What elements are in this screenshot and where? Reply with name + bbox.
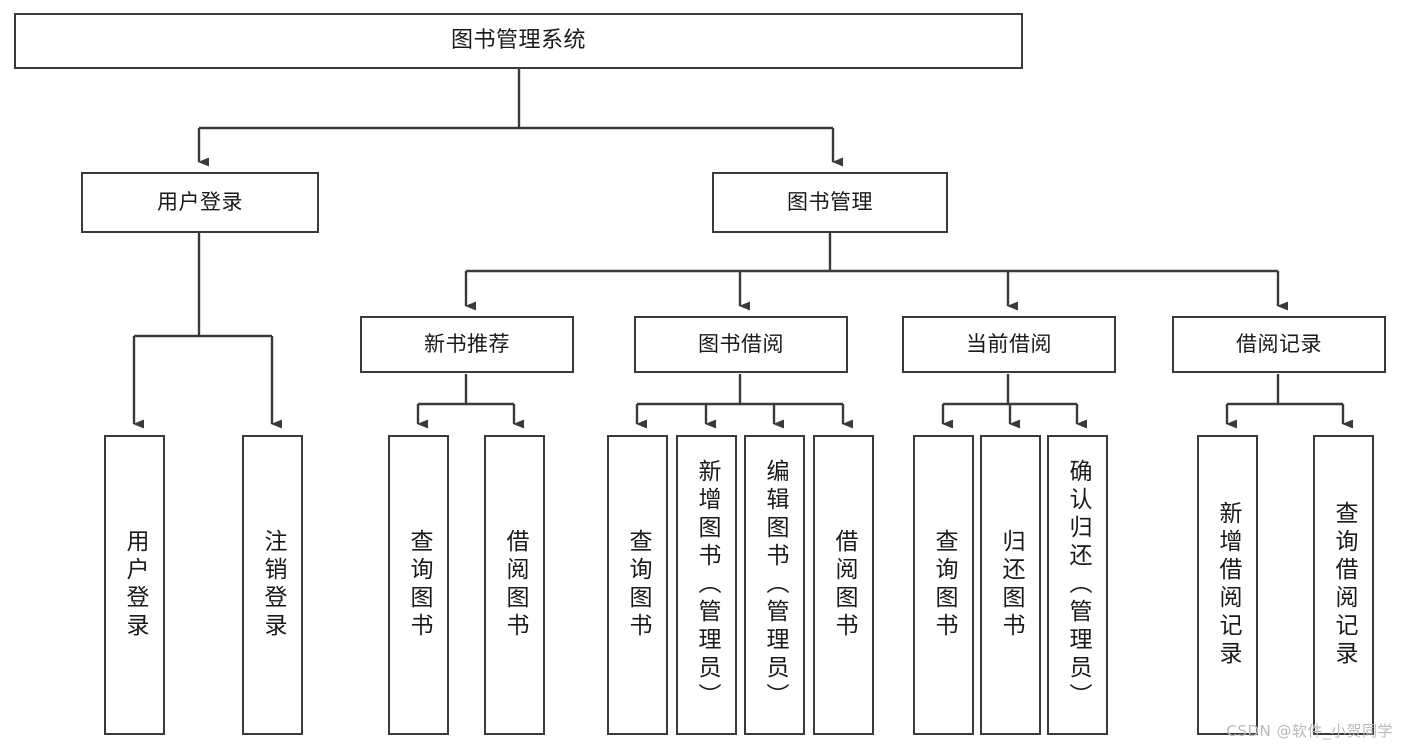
node-root-book-management-system[interactable]: 图书管理系统 bbox=[14, 13, 1023, 69]
node-book-borrow-label: 图书借阅 bbox=[698, 332, 784, 357]
node-leaf-query-record[interactable]: 查询借阅记录 bbox=[1313, 435, 1374, 735]
node-leaf-query-book-3-label: 查询图书 bbox=[931, 529, 957, 641]
node-leaf-query-book-2-label: 查询图书 bbox=[625, 529, 651, 641]
node-leaf-borrow-book-1[interactable]: 借阅图书 bbox=[484, 435, 545, 735]
node-leaf-logout-login[interactable]: 注销登录 bbox=[242, 435, 303, 735]
node-current-borrow-label: 当前借阅 bbox=[966, 332, 1052, 357]
node-current-borrow[interactable]: 当前借阅 bbox=[902, 316, 1116, 373]
node-borrow-record[interactable]: 借阅记录 bbox=[1172, 316, 1386, 373]
node-leaf-add-record-label: 新增借阅记录 bbox=[1215, 501, 1241, 669]
node-leaf-return-book[interactable]: 归还图书 bbox=[980, 435, 1041, 735]
node-leaf-add-record[interactable]: 新增借阅记录 bbox=[1197, 435, 1258, 735]
node-new-book-recommend-label: 新书推荐 bbox=[424, 332, 510, 357]
node-leaf-add-book[interactable]: 新增图书（管理员） bbox=[676, 435, 737, 735]
node-leaf-confirm-return[interactable]: 确认归还（管理员） bbox=[1047, 435, 1108, 735]
node-leaf-borrow-book-1-label: 借阅图书 bbox=[502, 529, 528, 641]
node-leaf-query-book-1[interactable]: 查询图书 bbox=[388, 435, 449, 735]
node-leaf-edit-book[interactable]: 编辑图书（管理员） bbox=[744, 435, 805, 735]
node-leaf-add-book-label: 新增图书（管理员） bbox=[694, 459, 720, 711]
node-book-manage[interactable]: 图书管理 bbox=[712, 172, 948, 233]
node-book-borrow[interactable]: 图书借阅 bbox=[634, 316, 848, 373]
node-leaf-return-book-label: 归还图书 bbox=[998, 529, 1024, 641]
node-book-manage-label: 图书管理 bbox=[787, 190, 873, 215]
node-leaf-query-record-label: 查询借阅记录 bbox=[1331, 501, 1357, 669]
node-root-label: 图书管理系统 bbox=[450, 28, 586, 54]
node-leaf-query-book-1-label: 查询图书 bbox=[406, 529, 432, 641]
node-borrow-record-label: 借阅记录 bbox=[1236, 332, 1322, 357]
node-leaf-borrow-book-2-label: 借阅图书 bbox=[831, 529, 857, 641]
node-leaf-user-login-label: 用户登录 bbox=[122, 529, 148, 641]
node-user-login[interactable]: 用户登录 bbox=[81, 172, 319, 233]
node-leaf-query-book-3[interactable]: 查询图书 bbox=[913, 435, 974, 735]
node-leaf-query-book-2[interactable]: 查询图书 bbox=[607, 435, 668, 735]
node-leaf-borrow-book-2[interactable]: 借阅图书 bbox=[813, 435, 874, 735]
node-leaf-confirm-return-label: 确认归还（管理员） bbox=[1065, 459, 1091, 711]
node-new-book-recommend[interactable]: 新书推荐 bbox=[360, 316, 574, 373]
node-leaf-user-login[interactable]: 用户登录 bbox=[104, 435, 165, 735]
csdn-watermark: CSDN @软件_小贺同学 bbox=[1226, 722, 1393, 740]
node-leaf-edit-book-label: 编辑图书（管理员） bbox=[762, 459, 788, 711]
node-leaf-logout-login-label: 注销登录 bbox=[260, 529, 286, 641]
node-user-login-label: 用户登录 bbox=[157, 190, 243, 215]
